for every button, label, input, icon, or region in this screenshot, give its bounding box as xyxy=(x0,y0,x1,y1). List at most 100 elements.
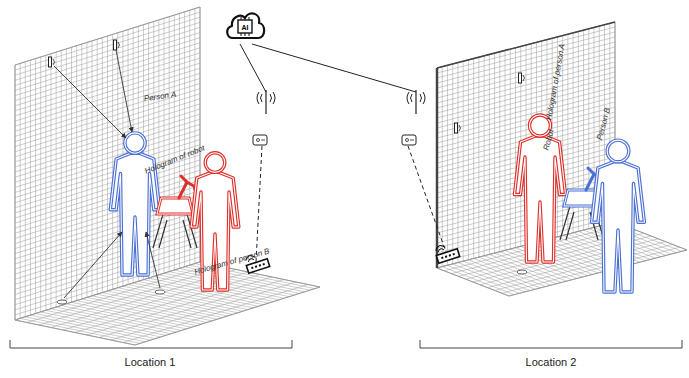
person-outline-inner xyxy=(592,162,645,292)
router-led xyxy=(441,257,444,260)
router-led xyxy=(251,267,254,270)
sensor xyxy=(455,123,458,133)
device-icon xyxy=(406,139,409,142)
sensor xyxy=(114,40,117,50)
cloud-link xyxy=(252,44,416,92)
chip-pin xyxy=(241,17,242,20)
person-outline xyxy=(515,136,566,262)
sensor xyxy=(519,73,522,83)
router-led xyxy=(445,255,448,258)
sensor-wave xyxy=(53,59,55,65)
router-body xyxy=(436,249,459,263)
antenna-waves xyxy=(407,92,425,104)
node-text: AI xyxy=(242,24,249,31)
sensor-wave xyxy=(459,125,461,131)
cloud-outline xyxy=(227,13,264,38)
grid-line xyxy=(437,68,438,268)
robot-body xyxy=(157,198,193,214)
grid-line xyxy=(437,67,615,113)
grid-line xyxy=(15,12,200,70)
node-text-box: AI xyxy=(224,6,266,48)
chip-pin xyxy=(241,33,242,36)
grid-line xyxy=(15,22,200,80)
location-label: Location 1 xyxy=(125,357,176,368)
grid-line xyxy=(135,287,320,345)
grid-line xyxy=(437,77,615,123)
grid-line xyxy=(437,32,615,78)
sensing-arrow xyxy=(54,66,126,138)
person-head-inner xyxy=(205,153,225,173)
grid-line xyxy=(437,47,615,93)
person-outline xyxy=(592,162,645,292)
grid-line xyxy=(15,7,200,65)
bracket xyxy=(10,340,292,348)
router-led xyxy=(449,254,452,257)
cloud-node: AI xyxy=(224,4,266,46)
wall-edge xyxy=(436,68,439,268)
antenna-mast xyxy=(415,90,416,114)
grid-line xyxy=(75,275,260,333)
grid-line xyxy=(437,52,615,98)
grid-line xyxy=(437,62,615,108)
dashed-link xyxy=(408,146,446,252)
router-led xyxy=(262,263,265,266)
chip-pin xyxy=(245,17,246,20)
antenna-mast xyxy=(265,90,266,114)
grid-line xyxy=(437,97,615,143)
person-head-inner xyxy=(125,133,145,153)
sensor-wave xyxy=(118,42,120,48)
sensing-arrow xyxy=(64,232,122,298)
person-head xyxy=(205,153,225,173)
location-brackets xyxy=(10,340,682,348)
grid-line xyxy=(123,285,308,343)
device-icon xyxy=(410,140,414,141)
sensor-wave xyxy=(523,75,525,81)
router-led xyxy=(255,265,258,268)
router-led xyxy=(452,253,455,256)
floor-sensor xyxy=(57,300,67,304)
router xyxy=(434,241,460,263)
wall-edge xyxy=(437,22,615,68)
chip-pin xyxy=(249,17,250,20)
grid-line xyxy=(27,265,212,323)
device-icon xyxy=(257,139,260,142)
grid-line xyxy=(437,92,615,138)
person-head xyxy=(607,140,629,162)
grid-line xyxy=(15,17,200,75)
device-icon xyxy=(253,135,267,145)
grid-line xyxy=(437,42,615,88)
grid-surface xyxy=(15,262,320,345)
router-led xyxy=(259,264,262,267)
grid-line xyxy=(437,22,615,68)
grid-line xyxy=(437,82,615,128)
grid-line xyxy=(437,37,615,83)
device-icon xyxy=(261,140,265,141)
device-icon xyxy=(402,135,416,145)
cloud-link xyxy=(240,44,266,92)
grid-line xyxy=(99,280,284,338)
network-symbols xyxy=(49,40,528,304)
person-head-inner xyxy=(607,140,629,162)
chip-pin xyxy=(249,33,250,36)
grid-line xyxy=(437,27,615,73)
sensing-arrow xyxy=(116,50,132,132)
location-label: Location 2 xyxy=(526,357,577,368)
chip-pin xyxy=(245,33,246,36)
grid-line xyxy=(437,57,615,103)
grid-line xyxy=(487,242,665,288)
grid-line xyxy=(437,72,615,118)
floor-sensor xyxy=(517,270,527,274)
chip-body xyxy=(238,20,252,33)
sensor xyxy=(49,57,52,67)
grid-line xyxy=(15,262,200,320)
person-outline-inner xyxy=(515,136,566,262)
router-wifi xyxy=(435,244,446,252)
grid-surfaces xyxy=(15,7,687,345)
antenna-waves xyxy=(257,92,275,104)
person-head xyxy=(125,133,145,153)
robot-body-inner xyxy=(157,198,193,214)
sensing-arrow xyxy=(146,232,160,288)
figures xyxy=(110,115,644,292)
